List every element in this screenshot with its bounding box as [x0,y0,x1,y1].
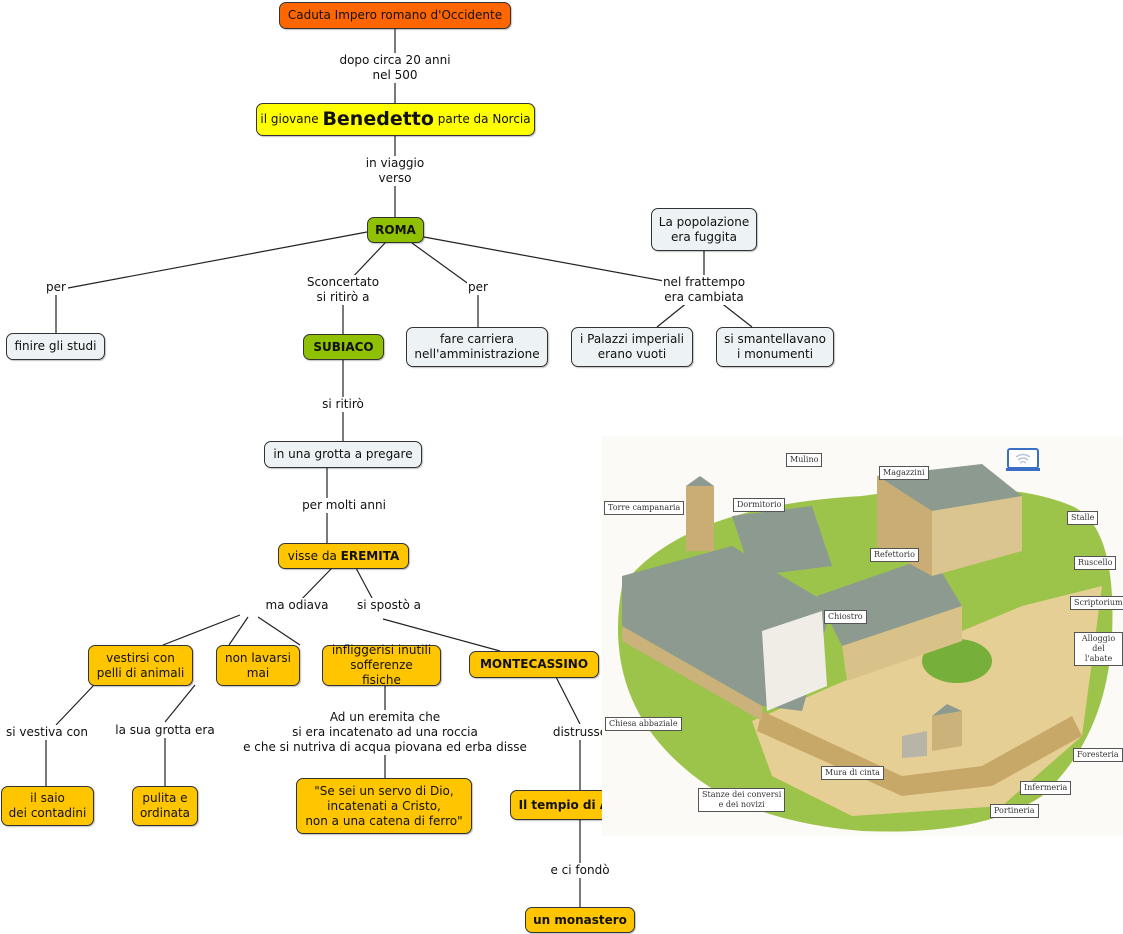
label-magazzini: Magazzini [879,466,929,480]
node-eremita[interactable]: visse da EREMITA [278,543,409,569]
node-finire-studi[interactable]: finire gli studi [6,333,105,360]
benedetto-suffix: parte da Norcia [433,112,531,126]
label-ruscello: Ruscello [1074,556,1117,570]
node-carriera[interactable]: fare carriera nell'amministrazione [406,327,548,367]
label-dormitorio: Dormitorio [733,498,786,512]
link-molti-anni: per molti anni [301,498,387,513]
node-roma[interactable]: ROMA [367,217,424,243]
node-citazione[interactable]: "Se sei un servo di Dio, incatenati a Cr… [296,778,472,834]
link-distrusse: distrusse [551,725,609,740]
node-saio[interactable]: il saio dei contadini [1,786,94,826]
node-monastero[interactable]: un monastero [525,907,635,933]
link-vestiva: si vestiva con [5,725,89,740]
label-stanze-conversi: Stanze dei conversi e dei novizi [698,788,786,812]
node-sofferenze[interactable]: infliggerisi inutili sofferenze fisiche [322,643,441,687]
label-mura-di-cinta: Mura di cinta [821,766,884,780]
label-foresteria: Foresteria [1073,748,1123,762]
label-chiostro: Chiostro [824,610,867,624]
node-vestirsi[interactable]: vestirsi con pelli di animali [88,645,193,686]
label-stalle: Stalle [1067,511,1099,525]
node-benedetto[interactable]: il giovane Benedetto parte da Norcia [256,103,535,136]
benedetto-prefix: il giovane [260,112,323,126]
link-frattempo: nel frattempo era cambiata [661,275,747,305]
link-sposto: si spostò a [355,598,423,613]
node-caduta-impero[interactable]: Caduta Impero romano d'Occidente [279,2,511,29]
node-lavarsi[interactable]: non lavarsi mai [216,645,300,686]
link-fondo: e ci fondò [549,863,611,878]
node-palazzi[interactable]: i Palazzi imperiali erano vuoti [571,327,693,367]
node-popolazione[interactable]: La popolazione era fuggita [651,208,757,251]
link-grotta-era: la sua grotta era [114,723,216,738]
link-dopo: dopo circa 20 anni nel 500 [338,53,452,83]
label-portineria: Portineria [990,804,1039,818]
node-montecassino[interactable]: MONTECASSINO [469,651,599,678]
monitor-wifi-icon[interactable] [1006,448,1040,472]
label-refettorio: Refettorio [870,548,919,562]
label-infermeria: Infermeria [1020,781,1072,795]
link-per-studi: per [45,280,67,295]
label-mulino: Mulino [786,453,823,467]
link-per-carriera: per [467,280,489,295]
eremita-prefix: visse da [287,548,341,563]
monastery-drawing [618,464,1113,832]
label-chiesa-abbaziale: Chiesa abbaziale [605,717,682,731]
link-viaggio: in viaggio verso [364,156,426,186]
benedetto-name: Benedetto [322,108,434,130]
link-odiava: ma odiava [264,598,330,613]
node-grotta[interactable]: in una grotta a pregare [264,441,422,468]
link-ritiro: si ritirò [321,397,365,412]
node-monumenti[interactable]: si smantellavano i monumenti [716,327,834,367]
node-pulita[interactable]: pulita e ordinata [132,786,198,826]
monastery-illustration[interactable]: Mulino Magazzini Torre campanaria Dormit… [602,436,1123,836]
label-alloggio-abate: Alloggio del l'abate [1074,632,1123,666]
link-sconcertato: Sconcertato si ritirò a [305,275,381,305]
link-eremita-disse: Ad un eremita che si era incatenato ad u… [242,710,528,755]
label-torre-campanaria: Torre campanaria [604,501,685,515]
node-subiaco[interactable]: SUBIACO [303,334,384,360]
eremita-bold: EREMITA [340,548,400,563]
label-scriptorium: Scriptorium [1070,596,1123,610]
